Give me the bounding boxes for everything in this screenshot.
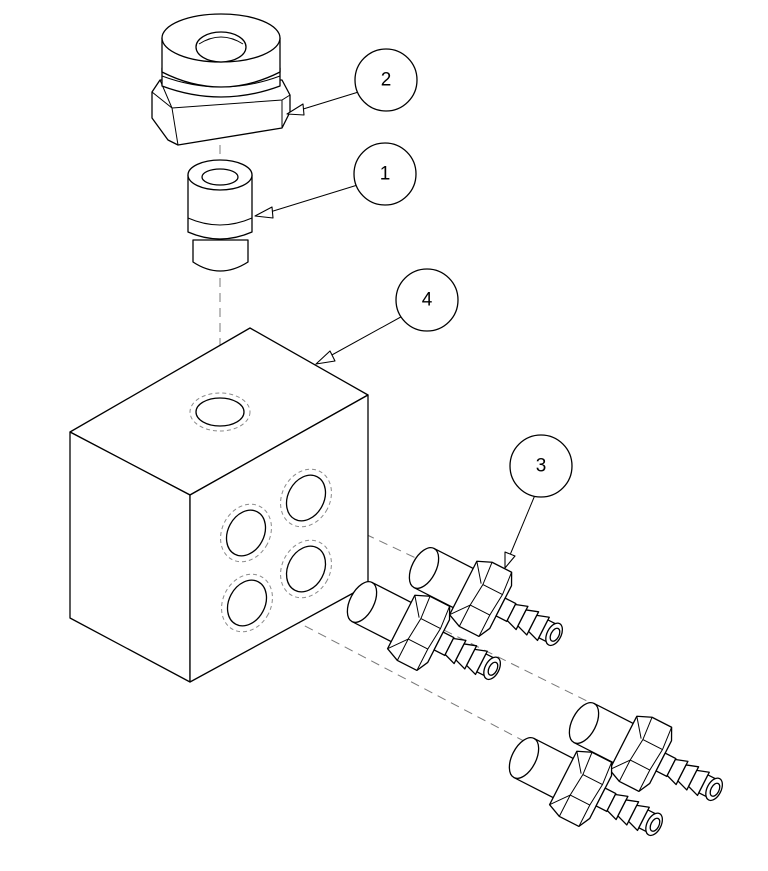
balloon-3: 3 xyxy=(509,434,573,498)
balloon-2-label: 2 xyxy=(381,70,392,91)
part-2-adapter-nut xyxy=(151,13,291,146)
balloon-3-label: 3 xyxy=(536,456,547,477)
part-4-manifold-block xyxy=(69,327,369,683)
balloon-1: 1 xyxy=(353,142,417,206)
part-1-sleeve xyxy=(187,159,253,272)
balloon-1-label: 1 xyxy=(380,164,391,185)
balloon-2: 2 xyxy=(354,48,418,112)
manifold-front-ports xyxy=(220,468,332,633)
part-3-hose-fittings xyxy=(334,529,738,861)
leader-lines xyxy=(254,89,536,569)
balloon-4: 4 xyxy=(395,268,459,332)
balloon-4-label: 4 xyxy=(422,290,433,311)
